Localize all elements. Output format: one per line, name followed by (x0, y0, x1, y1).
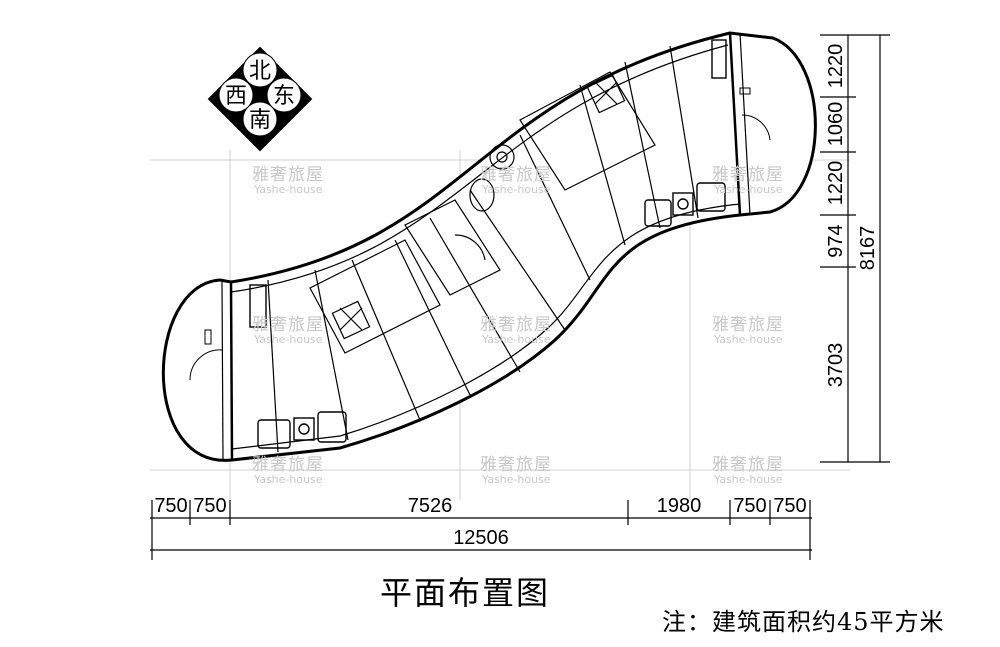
toilet (469, 178, 495, 212)
seating-east (644, 39, 727, 227)
dim-bottom-6: 750 (773, 495, 806, 517)
compass-east-label: 东 (273, 84, 295, 109)
sink (489, 144, 515, 170)
bottom-dimension-lines (150, 500, 812, 560)
bed-west (309, 239, 441, 354)
compass-west-label: 西 (225, 84, 247, 109)
bathroom (404, 144, 515, 296)
dim-bottom-3: 7526 (408, 495, 453, 517)
dimension-labels: 750 750 7526 1980 750 750 12506 1220 106… (154, 44, 879, 549)
dim-bottom-4: 1980 (657, 495, 702, 517)
dim-right-1: 1220 (825, 44, 847, 89)
dim-bottom-5: 750 (733, 495, 766, 517)
plan-title: 平面布置图 (380, 574, 551, 612)
dim-right-2: 1060 (825, 102, 847, 147)
dim-right-3: 1220 (825, 161, 847, 206)
dim-right-4: 974 (825, 224, 847, 257)
seating-west (249, 284, 347, 449)
area-note: 注：建筑面积约45平方米 (662, 608, 945, 636)
doors (189, 87, 771, 381)
compass-south-label: 南 (249, 108, 271, 133)
right-dimension-lines (820, 34, 890, 463)
compass-rose: 北 南 西 东 (207, 46, 313, 152)
bed-east (519, 71, 656, 191)
dim-right-total: 8167 (857, 226, 879, 271)
dim-bottom-2: 750 (193, 495, 226, 517)
dim-bottom-total: 12506 (453, 527, 509, 549)
radial-partitions (267, 45, 699, 453)
dim-bottom-1: 750 (154, 495, 187, 517)
dim-right-5: 3703 (825, 343, 847, 388)
compass-north-label: 北 (249, 59, 271, 84)
